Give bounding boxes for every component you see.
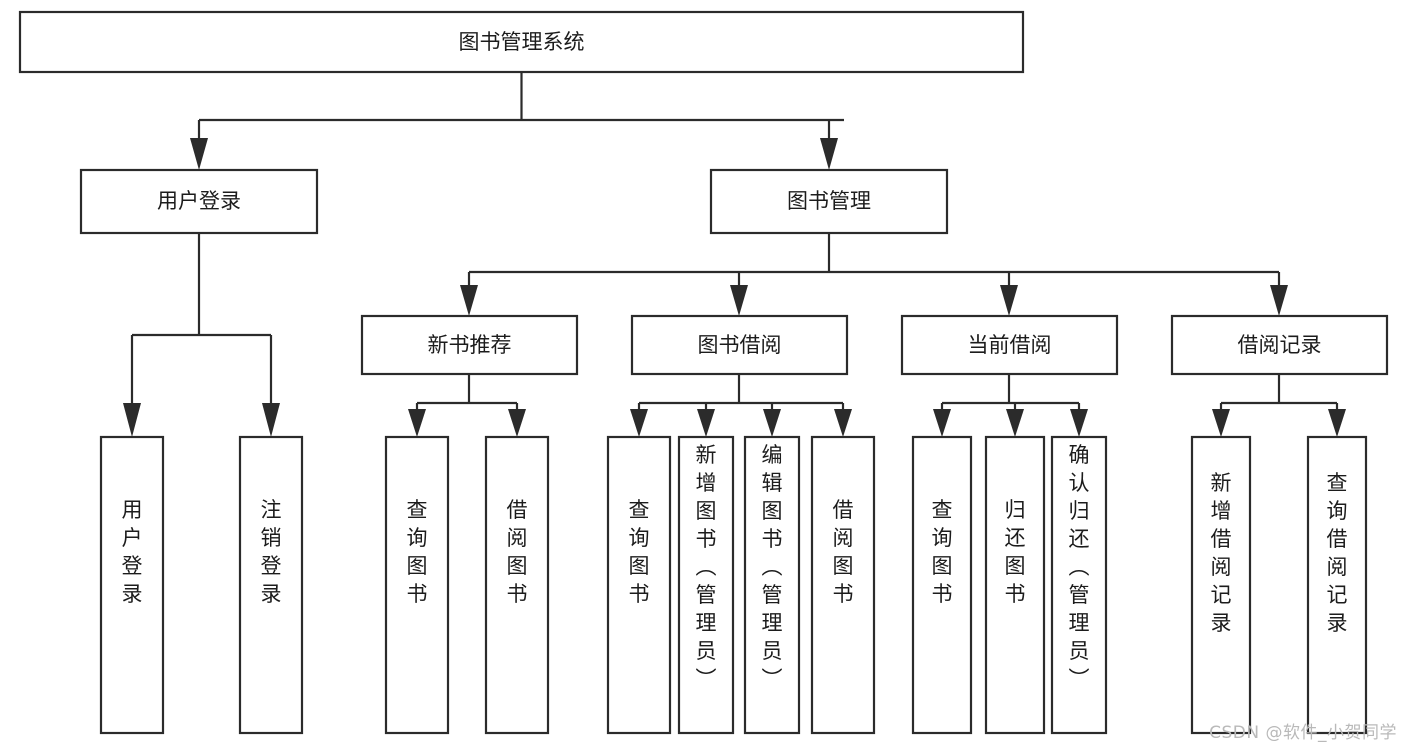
leaf-add-borrow-record-box[interactable] [1190,435,1252,735]
leaf-logout-label: 注销登录 [261,498,282,606]
leaf-query-borrow-record-label: 查询借阅记录 [1327,471,1348,635]
arrowhead-leaf-edit-book [763,409,781,437]
node-user-login-label: 用户登录 [157,189,241,213]
leaf-query-book-current-box[interactable] [911,435,973,735]
leaf-query-borrow-record-box[interactable] [1306,435,1368,735]
arrowhead-leaf-confirm-return [1070,409,1088,437]
node-book-borrow-box[interactable] [630,314,849,376]
node-user-login-box[interactable] [79,168,319,235]
leaf-query-book-borrow-box[interactable] [606,435,672,735]
leaf-add-borrow-record[interactable]: 新增借阅记录 [1190,435,1252,735]
arrowhead-new-book-rec [460,285,478,316]
node-new-book-recommend-label: 新书推荐 [428,333,512,357]
node-borrow-record-box[interactable] [1170,314,1389,376]
node-book-management-box[interactable] [709,168,949,235]
arrowhead-book-mgmt [820,138,838,170]
arrowhead-leaf-user-login [123,403,141,437]
leaf-confirm-return-admin[interactable]: 确认归还︵管理员︶ [1050,435,1108,735]
leaf-return-book[interactable]: 归还图书 [984,435,1046,735]
leaf-add-book-admin-label: 新增图书︵管理员︶ [696,443,717,691]
leaf-query-book-borrow-label: 查询图书 [629,498,650,606]
leaf-borrow-book-borrow[interactable]: 借阅图书 [810,435,876,735]
leaf-borrow-book-borrow-label: 借阅图书 [833,498,854,606]
leaf-return-book-box[interactable] [984,435,1046,735]
arrowhead-leaf-logout [262,403,280,437]
leaf-edit-book-admin-label: 编辑图书︵管理员︶ [762,443,783,691]
node-root-label: 图书管理系统 [459,30,585,54]
arrowhead-leaf-query-record [1328,409,1346,437]
node-new-book-recommend-box[interactable] [360,314,579,376]
node-current-borrow-box[interactable] [900,314,1119,376]
arrowhead-leaf-query-book-c [933,409,951,437]
arrowhead-leaf-borrow-book-a [508,409,526,437]
leaf-user-login-box[interactable] [99,435,165,735]
arrowhead-leaf-query-book-a [408,409,426,437]
node-user-login[interactable]: 用户登录 [79,168,319,235]
leaf-borrow-book-newbook[interactable]: 借阅图书 [484,435,550,735]
node-book-borrow-label: 图书借阅 [698,333,782,357]
node-current-borrow-label: 当前借阅 [968,333,1052,357]
leaf-query-borrow-record[interactable]: 查询借阅记录 [1306,435,1368,735]
leaf-logout[interactable]: 注销登录 [238,435,304,735]
leaf-user-login[interactable]: 用户登录 [99,435,165,735]
leaf-borrow-book-newbook-box[interactable] [484,435,550,735]
leaf-edit-book-admin[interactable]: 编辑图书︵管理员︶ [743,435,801,735]
leaf-logout-box[interactable] [238,435,304,735]
leaf-borrow-book-newbook-label: 借阅图书 [507,498,528,606]
leaf-edit-book-admin-box[interactable] [743,435,801,735]
leaf-add-book-admin-box[interactable] [677,435,735,735]
node-book-borrow[interactable]: 图书借阅 [630,314,849,376]
leaf-return-book-label: 归还图书 [1005,498,1026,606]
arrowhead-borrow-record [1270,285,1288,316]
node-current-borrow[interactable]: 当前借阅 [900,314,1119,376]
leaf-query-book-current[interactable]: 查询图书 [911,435,973,735]
node-new-book-recommend[interactable]: 新书推荐 [360,314,579,376]
leaf-query-book-current-label: 查询图书 [932,498,953,606]
node-root[interactable]: 图书管理系统 [18,10,1025,74]
arrowhead-leaf-query-book-b [630,409,648,437]
arrowhead-current-borrow [1000,285,1018,316]
arrowhead-leaf-return-book [1006,409,1024,437]
node-book-management-label: 图书管理 [787,189,871,213]
leaf-query-book-newbook[interactable]: 查询图书 [384,435,450,735]
leaf-user-login-label: 用户登录 [122,498,143,606]
connector-layer [123,72,1346,437]
leaf-confirm-return-admin-label: 确认归还︵管理员︶ [1069,443,1090,691]
arrowhead-leaf-add-book [697,409,715,437]
node-book-management[interactable]: 图书管理 [709,168,949,235]
arrowhead-leaf-borrow-book-b [834,409,852,437]
node-layer: 图书管理系统 用户登录 图书管理 新书推荐 图书借阅 [18,10,1389,735]
leaf-add-borrow-record-label: 新增借阅记录 [1211,471,1232,635]
leaf-query-book-newbook-box[interactable] [384,435,450,735]
leaf-query-book-newbook-label: 查询图书 [407,498,428,606]
node-borrow-record-label: 借阅记录 [1238,333,1322,357]
leaf-add-book-admin[interactable]: 新增图书︵管理员︶ [677,435,735,735]
arrowhead-book-borrow [730,285,748,316]
arrowhead-leaf-add-record [1212,409,1230,437]
csdn-watermark: CSDN @软件_小贺同学 [1209,723,1397,743]
leaf-query-book-borrow[interactable]: 查询图书 [606,435,672,735]
leaf-borrow-book-borrow-box[interactable] [810,435,876,735]
node-borrow-record[interactable]: 借阅记录 [1170,314,1389,376]
node-root-box[interactable] [18,10,1025,74]
arrowhead-user-login [190,138,208,170]
leaf-confirm-return-admin-box[interactable] [1050,435,1108,735]
